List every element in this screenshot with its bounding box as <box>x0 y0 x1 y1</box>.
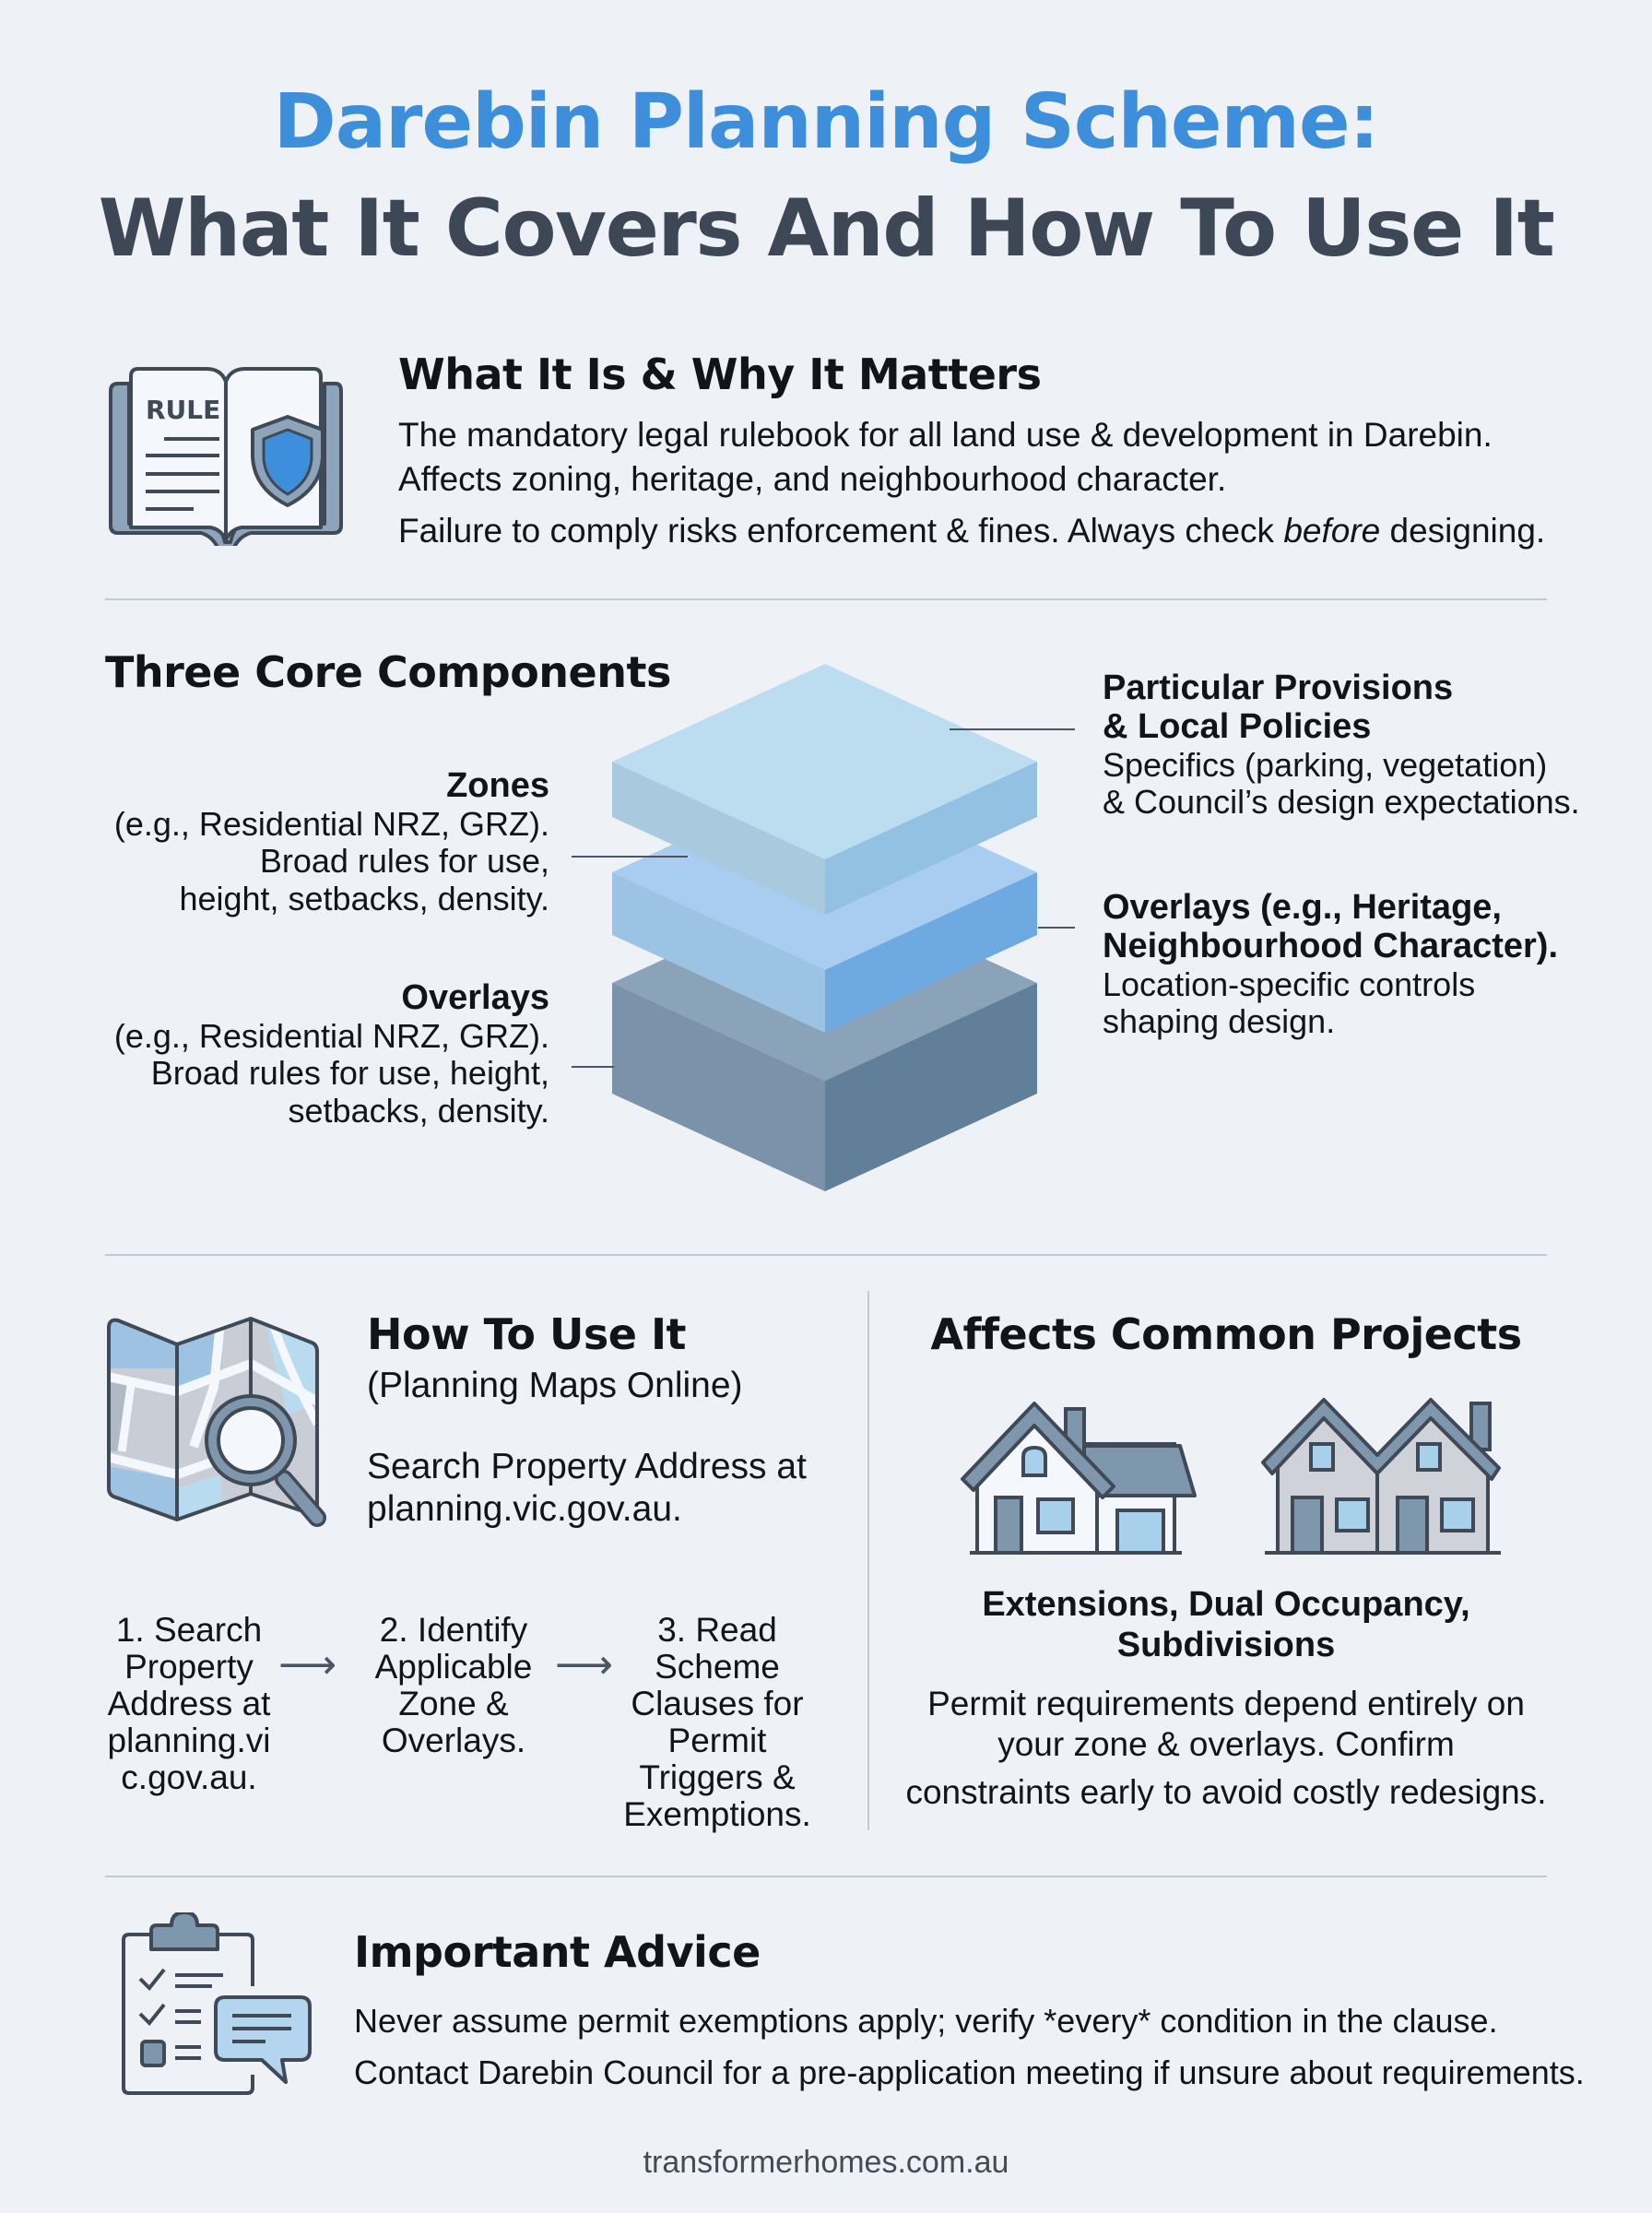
common-projects-heading: Affects Common Projects <box>930 1309 1522 1359</box>
leader-line-zones <box>572 856 688 858</box>
what-it-is-line3: Failure to comply risks enforcement & fi… <box>398 509 1545 553</box>
label-overlays-line: setbacks, density. <box>288 1092 549 1130</box>
label-zones-line: (e.g., Residential NRZ, GRZ). <box>113 804 549 843</box>
label-overlays-right-line: Location-specific controls <box>1103 964 1476 1003</box>
what-it-is-body: The mandatory legal rulebook for all lan… <box>398 413 1545 553</box>
step-1-line: c.gov.au. <box>121 1757 257 1796</box>
step-3: 3. Read Scheme Clauses for Permit Trigge… <box>616 1612 819 1833</box>
step-2-line: Applicable <box>374 1647 533 1686</box>
label-zones-title: Zones <box>446 766 549 805</box>
label-particular-title: & Local Policies <box>1103 706 1372 746</box>
step-1-line: Property <box>124 1647 254 1686</box>
arrow-right-icon: ⟶ <box>555 1642 614 1687</box>
label-overlays-line: Broad rules for use, height, <box>150 1054 549 1093</box>
step-1-line: Address at <box>107 1684 271 1722</box>
advice-body: Never assume permit exemptions apply; ve… <box>354 1995 1585 2099</box>
step-1: 1. Search Property Address at planning.v… <box>101 1612 277 1796</box>
step-3-line: Exemptions. <box>623 1794 811 1833</box>
core-components-heading: Three Core Components <box>105 647 671 697</box>
label-overlays-right-line: shaping design. <box>1103 1002 1336 1041</box>
what-it-is-heading: What It Is & Why It Matters <box>398 349 1042 399</box>
common-projects-description: Permit requirements depend entirely on y… <box>885 1684 1567 1813</box>
common-projects-desc-line: your zone & overlays. Confirm <box>997 1725 1455 1763</box>
common-projects-desc-line: Permit requirements depend entirely on <box>927 1685 1525 1722</box>
what-it-is-line3-prefix: Failure to comply risks enforcement & fi… <box>398 512 1284 550</box>
step-3-line: 3. Read <box>657 1611 777 1649</box>
layer-top-top <box>612 664 1037 859</box>
step-1-line: 1. Search <box>115 1611 263 1649</box>
label-overlays-left: Overlays (e.g., Residential NRZ, GRZ). B… <box>92 978 549 1130</box>
common-projects-desc-line: constraints early to avoid costly redesi… <box>905 1773 1547 1811</box>
how-to-use-subheading: (Planning Maps Online) <box>367 1366 743 1405</box>
planning-vic-link[interactable]: planning.vic.gov.au. <box>367 1489 682 1529</box>
leader-line-overlays-right <box>1038 927 1075 929</box>
leader-line-overlays-left <box>572 1066 614 1068</box>
step-3-line: Scheme <box>655 1647 780 1686</box>
stacked-layers-diagram <box>608 664 1042 1208</box>
label-overlays-title: Overlays <box>401 978 549 1017</box>
arrow-right-icon: ⟶ <box>278 1642 337 1687</box>
what-it-is-line1: The mandatory legal rulebook for all lan… <box>398 416 1493 454</box>
page-title-line2: What It Covers And How To Use It <box>98 183 1555 275</box>
label-zones: Zones (e.g., Residential NRZ, GRZ). Broa… <box>92 766 549 918</box>
dual-occupancy-icon <box>1257 1391 1506 1556</box>
advice-heading: Important Advice <box>354 1927 761 1977</box>
what-it-is-line2: Affects zoning, heritage, and neighbourh… <box>398 460 1227 498</box>
step-2-line: Overlays. <box>381 1721 526 1759</box>
section-divider <box>105 598 1547 600</box>
label-overlays-right-title: Neighbourhood Character). <box>1103 926 1559 965</box>
label-overlays-line: (e.g., Residential NRZ, GRZ). <box>113 1016 549 1055</box>
label-overlays-right-title: Overlays (e.g., Heritage, <box>1103 888 1502 927</box>
step-2: 2. Identify Applicable Zone & Overlays. <box>361 1612 546 1759</box>
label-particular-provisions: Particular Provisions & Local Policies S… <box>1103 669 1582 822</box>
label-particular-line: Specifics (parking, vegetation) <box>1103 745 1548 784</box>
column-divider <box>867 1291 869 1830</box>
common-projects-subtitle: Extensions, Dual Occupancy, Subdivisions <box>885 1584 1567 1665</box>
step-2-line: 2. Identify <box>379 1611 528 1649</box>
label-zones-line: Broad rules for use, <box>259 842 549 881</box>
house-extension-icon <box>950 1391 1198 1556</box>
how-to-use-heading: How To Use It <box>367 1309 687 1359</box>
rule-book-shield-icon: RULE <box>103 361 348 553</box>
what-it-is-line3-suffix: designing. <box>1380 512 1546 550</box>
how-to-use-description: Search Property Address at planning.vic.… <box>367 1446 807 1531</box>
advice-line1: Never assume permit exemptions apply; ve… <box>354 2002 1498 2040</box>
step-3-line: Permit <box>667 1721 767 1759</box>
step-1-line: planning.vi <box>107 1721 271 1759</box>
label-particular-line: & Council’s design expectations. <box>1103 783 1580 822</box>
common-projects-subtitle-line2: Subdivisions <box>1116 1626 1336 1664</box>
step-2-line: Zone & <box>398 1684 509 1722</box>
label-particular-title: Particular Provisions <box>1103 669 1454 707</box>
section-divider <box>105 1254 1547 1256</box>
clipboard-checklist-chat-icon <box>120 1911 323 2097</box>
section-divider <box>105 1876 1547 1877</box>
map-magnifier-icon <box>103 1313 334 1534</box>
how-to-use-desc-line1: Search Property Address at <box>367 1447 807 1486</box>
step-3-line: Triggers & <box>639 1757 796 1796</box>
step-3-line: Clauses for <box>631 1684 804 1722</box>
emphasis-before: before <box>1283 512 1381 550</box>
label-zones-line: height, setbacks, density. <box>179 880 549 918</box>
common-projects-subtitle-line1: Extensions, Dual Occupancy, <box>982 1585 1470 1624</box>
advice-line2: Contact Darebin Council for a pre-applic… <box>354 2053 1585 2091</box>
label-overlays-right: Overlays (e.g., Heritage, Neighbourhood … <box>1103 888 1619 1041</box>
page-title-line1: Darebin Planning Scheme: <box>273 78 1380 166</box>
footer-site-link[interactable]: transformerhomes.com.au <box>643 2145 1009 2180</box>
leader-line-particular <box>950 728 1075 730</box>
svg-text:RULE: RULE <box>146 395 220 425</box>
